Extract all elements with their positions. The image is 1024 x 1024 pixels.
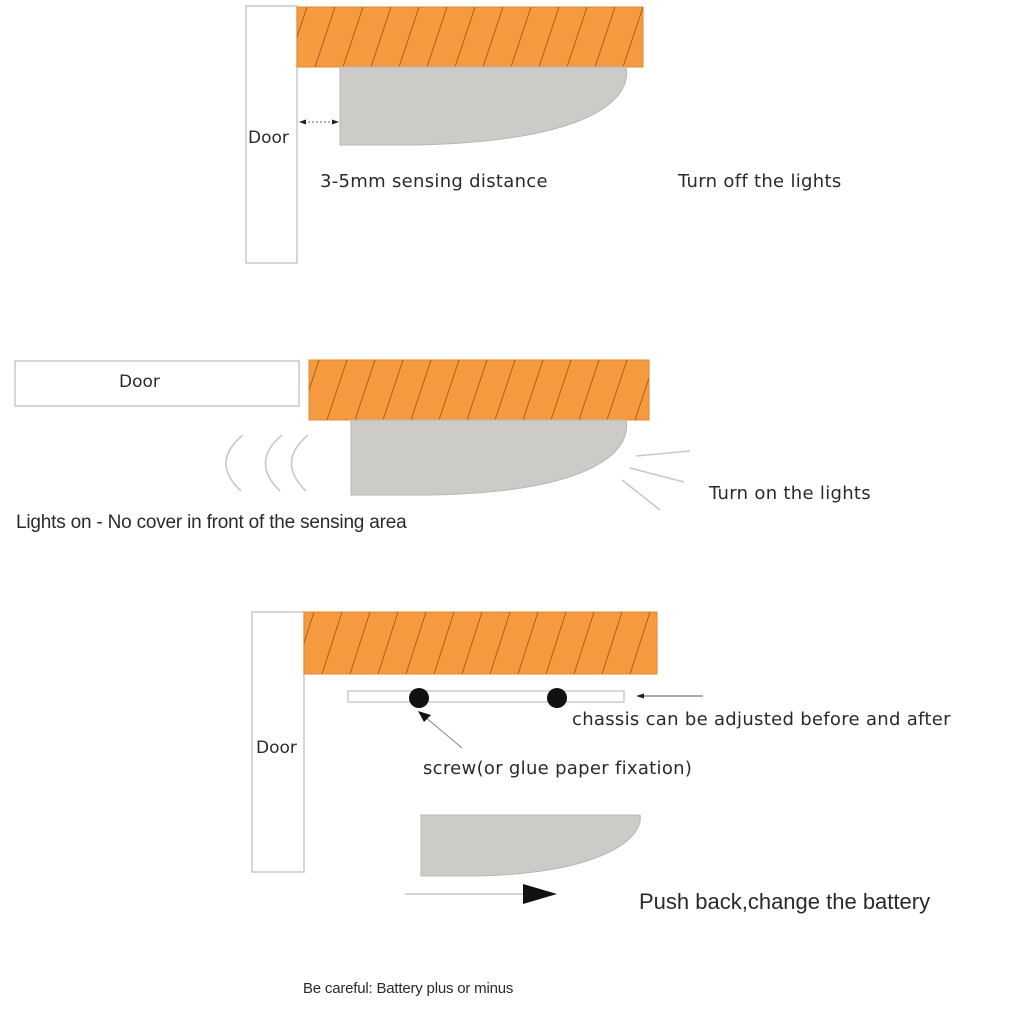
diagram-lights-off <box>245 5 671 264</box>
hatch-line <box>494 360 516 420</box>
hatch-line <box>482 7 504 67</box>
sensor-light <box>420 814 641 877</box>
screw-label: screw(or glue paper fixation) <box>423 758 693 779</box>
hatch-line <box>466 360 488 420</box>
door-panel <box>14 360 300 407</box>
hatch-line <box>489 612 511 674</box>
hatch-line <box>634 376 649 420</box>
hatch-line <box>438 360 460 420</box>
hatch-line <box>326 360 348 420</box>
hatch-line <box>426 7 448 67</box>
distance-arrow <box>299 119 339 125</box>
hatch-line <box>606 360 628 420</box>
hatch-line <box>354 360 376 420</box>
chassis-adjust-label: chassis can be adjusted before and after <box>572 709 951 730</box>
hatch-line <box>405 612 427 674</box>
lights-off-label: Turn off the lights <box>678 171 842 192</box>
hatch-line <box>304 612 315 645</box>
sensing-distance-label: 3-5mm sensing distance <box>320 171 548 192</box>
door-label: Door <box>119 372 160 392</box>
cabinet-shelf <box>308 359 650 421</box>
hatch-line <box>342 7 364 67</box>
chassis-plate <box>347 690 625 703</box>
sensor-light <box>339 66 628 146</box>
hatch-line <box>297 7 308 39</box>
door-label: Door <box>256 738 297 758</box>
hatch-line <box>663 360 683 420</box>
lights-on-label: Turn on the lights <box>709 483 871 504</box>
hatch-line <box>454 7 476 67</box>
push-back-label: Push back,change the battery <box>639 889 931 914</box>
hatch-line <box>517 612 539 674</box>
hatch-line <box>629 612 651 674</box>
cabinet-shelf <box>296 6 644 68</box>
hatch-line <box>594 7 616 67</box>
hatch-line <box>538 7 560 67</box>
diagram-battery-change <box>251 611 703 904</box>
hatch-line <box>601 612 623 674</box>
hatch-line <box>382 360 404 420</box>
cabinet-shelf <box>303 611 658 675</box>
hatch-line <box>370 7 392 67</box>
hatch-line <box>545 612 567 674</box>
hatch-line <box>658 612 678 674</box>
door-panel <box>245 5 298 264</box>
hatch-line <box>522 360 544 420</box>
sensor-light <box>350 419 628 496</box>
hatch-line <box>377 612 399 674</box>
screw-icon <box>409 688 429 708</box>
hatch-line <box>622 7 643 67</box>
hatch-line <box>314 7 336 67</box>
sensing-waves-icon <box>225 434 309 492</box>
screw-pointer-arrow <box>418 711 463 749</box>
light-rays-icon <box>621 450 691 511</box>
screw-icon <box>547 688 567 708</box>
chassis-adjust-arrow <box>636 693 703 699</box>
cabinet-hatch <box>309 360 683 420</box>
hatch-line <box>433 612 455 674</box>
hatch-line <box>398 7 420 67</box>
hatch-line <box>309 360 320 392</box>
door-panel <box>251 611 305 873</box>
hatch-line <box>573 612 595 674</box>
lights-on-caption: Lights on - No cover in front of the sen… <box>16 512 407 533</box>
cabinet-hatch <box>297 7 671 67</box>
hatch-line <box>510 7 532 67</box>
door-label: Door <box>248 128 289 148</box>
cabinet-hatch <box>304 612 678 674</box>
hatch-line <box>410 360 432 420</box>
hatch-line <box>550 360 572 420</box>
battery-warning: Be careful: Battery plus or minus <box>303 980 514 997</box>
hatch-line <box>566 7 588 67</box>
hatch-line <box>321 612 343 674</box>
hatch-line <box>349 612 371 674</box>
hatch-line <box>461 612 483 674</box>
diagram-lights-on <box>14 359 691 511</box>
push-back-arrow <box>405 884 557 904</box>
hatch-line <box>651 7 671 67</box>
hatch-line <box>578 360 600 420</box>
